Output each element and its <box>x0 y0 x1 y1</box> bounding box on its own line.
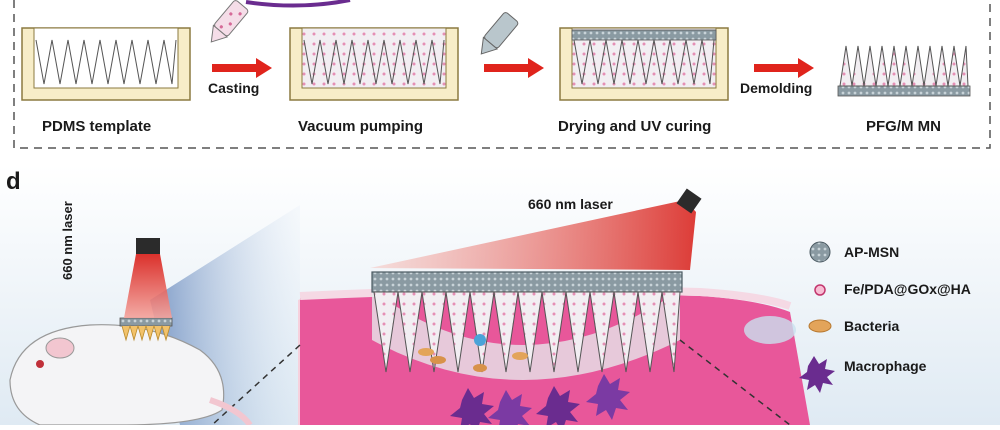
zoom-line-left <box>211 344 301 426</box>
laser-label-side: 660 nm laser <box>60 201 75 280</box>
top-laser <box>370 188 702 270</box>
mouse-illustration <box>9 317 253 427</box>
macrophage-icon <box>799 356 835 393</box>
demolding-arrow <box>754 58 814 78</box>
vacuum-to-drying-arrow <box>484 58 544 78</box>
casting-arrow <box>212 58 272 78</box>
legend-icons <box>799 241 835 393</box>
bacteria-icon <box>808 319 832 333</box>
pfg-m-mn-graphic <box>837 45 971 97</box>
blue-cell <box>474 334 486 346</box>
ap-msn-icon <box>809 241 831 263</box>
purple-arc-fragment <box>245 0 351 8</box>
ap-msn-tube-icon <box>480 12 519 55</box>
zoom-line-right <box>679 339 791 426</box>
side-laser <box>124 238 172 318</box>
panel-letter-d: d <box>6 168 21 195</box>
legend-label-ap-msn: AP-MSN <box>844 244 900 260</box>
legend-label-fe-pda-gox-ha: Fe/PDA@GOx@HA <box>844 281 971 297</box>
macrophages <box>450 374 630 430</box>
pink-nanoparticle-icon <box>814 284 826 296</box>
fabrication-panel <box>13 0 991 149</box>
laser-emitter-icon <box>676 188 702 214</box>
step-label-drying-uv-curing: Drying and UV curing <box>558 118 712 135</box>
arrow-label-demolding: Demolding <box>740 80 813 96</box>
microneedle-patch <box>371 271 683 380</box>
laser-emitter-icon-2 <box>136 238 160 254</box>
step-label-pfg-m-mn: PFG/M MN <box>866 118 941 135</box>
pink-solution-tube-icon <box>210 0 249 43</box>
arrow-label-casting: Casting <box>208 80 260 96</box>
drying-uv-curing-graphic <box>559 27 729 101</box>
vacuum-pumping-graphic <box>289 27 459 101</box>
pdms-template-graphic <box>21 27 191 101</box>
bacteria-cluster <box>418 334 528 372</box>
laser-label-top: 660 nm laser <box>528 196 613 212</box>
step-label-pdms-template: PDMS template <box>42 118 152 135</box>
legend-label-macrophage: Macrophage <box>844 358 927 374</box>
fabrication-dashed-border <box>13 0 991 149</box>
legend-label-bacteria: Bacteria <box>844 318 900 334</box>
step-label-vacuum-pumping: Vacuum pumping <box>298 118 424 135</box>
